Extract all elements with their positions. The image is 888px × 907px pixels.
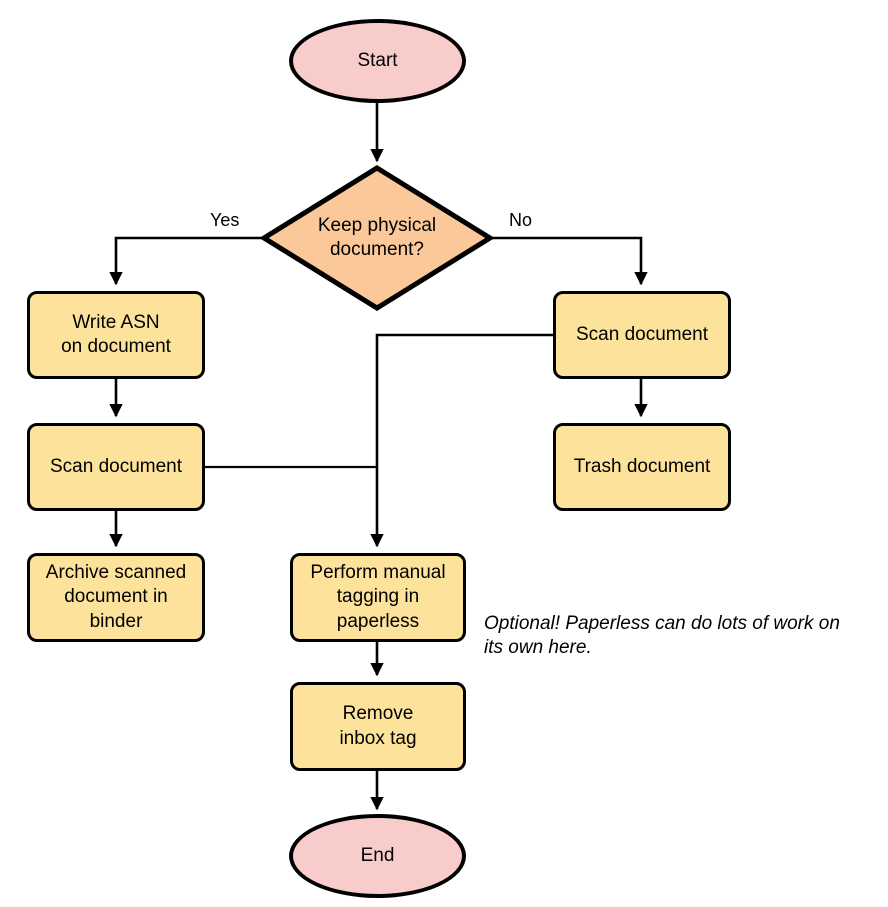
node-end[interactable]: End (289, 814, 466, 898)
annotation-optional-note: Optional! Paperless can do lots of work … (484, 587, 884, 661)
node-trash-document[interactable]: Trash document (553, 423, 731, 511)
edge-scan-right-to-tagging (370, 333, 553, 548)
node-remove-inbox-label: Remove inbox tag (339, 703, 417, 749)
edge-label-no: No (509, 210, 532, 231)
annotation-optional-note-text: Optional! Paperless can do lots of work … (484, 612, 840, 659)
edge-label-yes-text: Yes (210, 210, 240, 230)
node-trash-document-label: Trash document (573, 455, 711, 477)
node-scan-document-left-label: Scan document (49, 455, 183, 477)
node-write-asn-label: Write ASN on document (61, 311, 171, 357)
node-start-label: Start (357, 49, 398, 71)
node-perform-manual-tagging-in-paperless[interactable]: Perform manual tagging in paperless (290, 553, 466, 642)
node-scan-document-right-label: Scan document (575, 323, 709, 345)
node-scan-document-right[interactable]: Scan document (553, 291, 731, 379)
node-scan-document-left[interactable]: Scan document (27, 423, 205, 511)
node-remove-inbox-tag[interactable]: Remove inbox tag (290, 682, 466, 771)
decision-diamond-shape (259, 165, 495, 311)
node-archive-scanned-document-in-binder[interactable]: Archive scanned document in binder (27, 553, 205, 642)
node-tagging-label: Perform manual tagging in paperless (310, 562, 446, 632)
node-write-asn-on-document[interactable]: Write ASN on document (27, 291, 205, 379)
edge-label-yes: Yes (210, 210, 239, 231)
node-decision-label: Keep physical document? (317, 214, 437, 260)
node-archive-label: Archive scanned document in binder (45, 562, 187, 632)
edge-decision-yes-to-write-asn (109, 236, 264, 286)
node-decision-keep-physical-document[interactable]: Keep physical document? (282, 206, 472, 270)
node-start[interactable]: Start (289, 19, 466, 103)
edge-label-no-text: No (509, 210, 533, 230)
node-end-label: End (360, 844, 395, 866)
edge-decision-no-to-scan-right (490, 236, 648, 286)
